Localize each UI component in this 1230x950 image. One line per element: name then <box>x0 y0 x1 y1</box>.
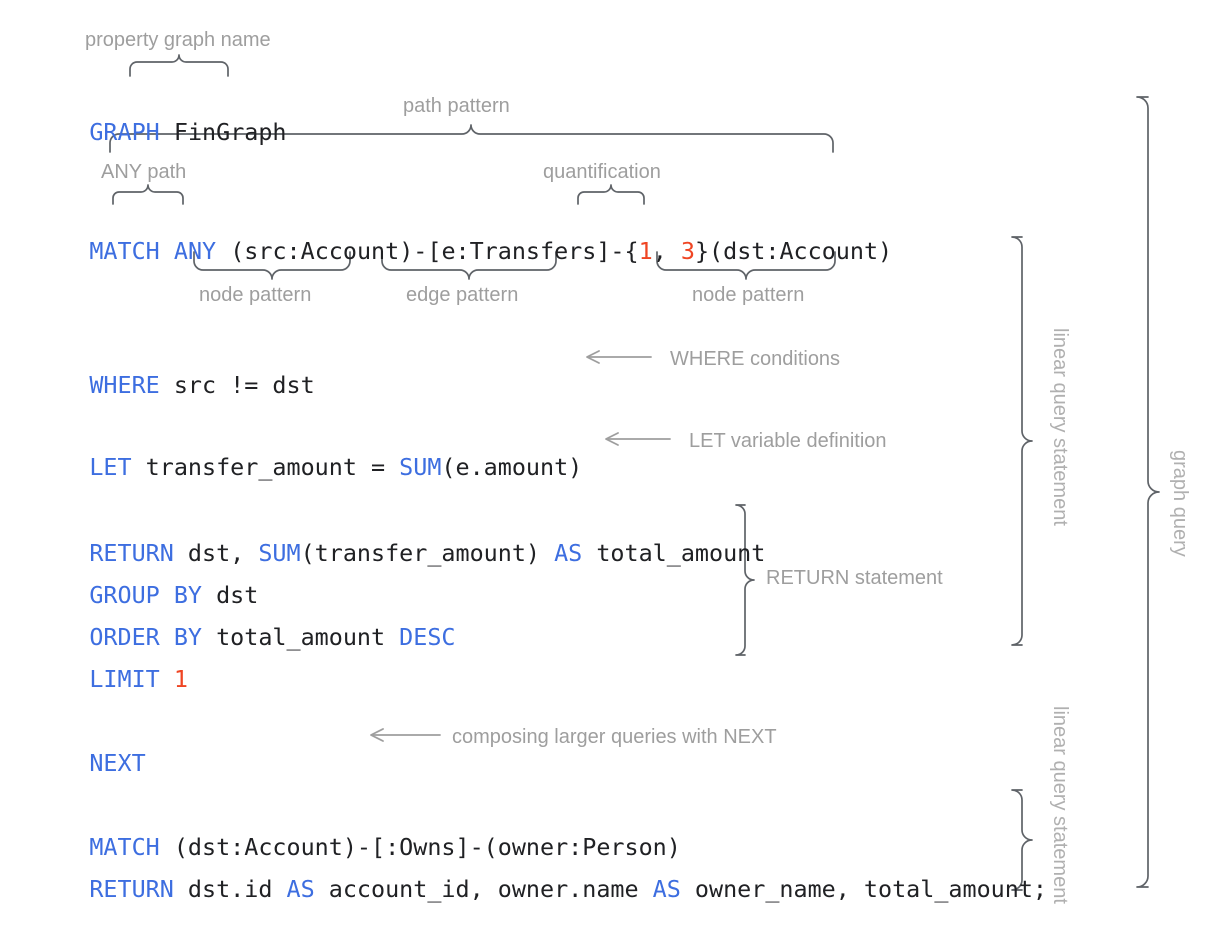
where-expression: src != dst <box>159 371 315 399</box>
node-pattern-src: (src:Account)-[e:Transfers]-{ <box>230 237 639 265</box>
label-linear-query-statement-2: linear query statement <box>1049 706 1071 904</box>
code-line-graph: GRAPH FinGraph <box>33 90 287 174</box>
node-pattern-dst: }(dst:Account) <box>694 237 893 265</box>
group-by-field: dst <box>202 581 259 609</box>
return-sum-arg: (transfer_amount) <box>300 539 555 567</box>
space <box>160 237 174 265</box>
return2-field-owner-name: account_id, owner.name <box>314 875 653 903</box>
keyword-where: WHERE <box>89 371 160 399</box>
order-by-field: total_amount <box>202 623 400 651</box>
label-return-statement: RETURN statement <box>766 567 943 589</box>
keyword-return: RETURN <box>89 539 174 567</box>
function-sum: SUM <box>399 453 442 481</box>
keyword-as: AS <box>554 539 583 567</box>
label-node-pattern-left: node pattern <box>199 284 312 306</box>
code-line-groupby: GROUP BY dst <box>33 553 258 637</box>
label-path-pattern: path pattern <box>403 95 510 117</box>
keyword-desc: DESC <box>399 623 456 651</box>
return-alias-total-amount: total_amount <box>582 539 766 567</box>
keyword-match: MATCH <box>89 833 160 861</box>
label-any-path: ANY path <box>101 161 187 183</box>
keyword-group-by: GROUP BY <box>89 581 203 609</box>
let-expression: (e.amount) <box>441 453 583 481</box>
code-line-let: LET transfer_amount = SUM(e.amount) <box>33 425 582 509</box>
return-field-dst: dst, <box>173 539 259 567</box>
keyword-let: LET <box>89 453 132 481</box>
label-where-conditions: WHERE conditions <box>670 348 841 370</box>
keyword-order-by: ORDER BY <box>89 623 203 651</box>
graph-name-value: FinGraph <box>173 118 287 146</box>
brace-any-path <box>112 184 184 205</box>
code-line-next: NEXT <box>33 721 146 805</box>
code-line-where: WHERE src != dst <box>33 343 315 427</box>
label-let-variable-definition: LET variable definition <box>689 430 887 452</box>
keyword-next: NEXT <box>89 749 146 777</box>
return2-field-dst-id: dst.id <box>173 875 287 903</box>
limit-value: 1 <box>173 665 188 693</box>
keyword-return: RETURN <box>89 875 174 903</box>
label-edge-pattern: edge pattern <box>406 284 519 306</box>
quantifier-separator: , <box>652 237 681 265</box>
code-line-match: MATCH ANY (src:Account)-[e:Transfers]-{1… <box>33 209 892 293</box>
keyword-limit: LIMIT <box>89 665 160 693</box>
brace-property-graph-name <box>129 54 229 77</box>
space <box>216 237 230 265</box>
label-graph-query: graph query <box>1169 450 1191 557</box>
keyword-as: AS <box>652 875 681 903</box>
keyword-graph: GRAPH <box>89 118 160 146</box>
brace-linear-query-statement-1 <box>1011 236 1033 646</box>
brace-quantification <box>577 184 645 205</box>
label-quantification: quantification <box>543 161 661 183</box>
brace-graph-query <box>1136 96 1160 888</box>
label-property-graph-name: property graph name <box>85 29 271 51</box>
space <box>160 118 174 146</box>
keyword-as: AS <box>286 875 315 903</box>
return2-alias-list: owner_name, total_amount; <box>680 875 1047 903</box>
quantifier-lower-bound: 1 <box>638 237 653 265</box>
function-sum: SUM <box>258 539 301 567</box>
code-line-return2: RETURN dst.id AS account_id, owner.name … <box>33 847 1047 931</box>
label-node-pattern-right: node pattern <box>692 284 805 306</box>
keyword-match: MATCH <box>89 237 160 265</box>
code-line-match2: MATCH (dst:Account)-[:Owns]-(owner:Perso… <box>33 805 681 889</box>
space <box>160 665 174 693</box>
label-composing-next: composing larger queries with NEXT <box>452 726 777 748</box>
let-variable-name: transfer_amount = <box>131 453 400 481</box>
match2-pattern: (dst:Account)-[:Owns]-(owner:Person) <box>159 833 681 861</box>
quantifier-upper-bound: 3 <box>680 237 695 265</box>
code-line-return: RETURN dst, SUM(transfer_amount) AS tota… <box>33 511 765 595</box>
label-linear-query-statement-1: linear query statement <box>1049 328 1071 526</box>
code-line-limit: LIMIT 1 <box>33 637 188 721</box>
keyword-any: ANY <box>173 237 217 265</box>
code-line-orderby: ORDER BY total_amount DESC <box>33 595 456 679</box>
